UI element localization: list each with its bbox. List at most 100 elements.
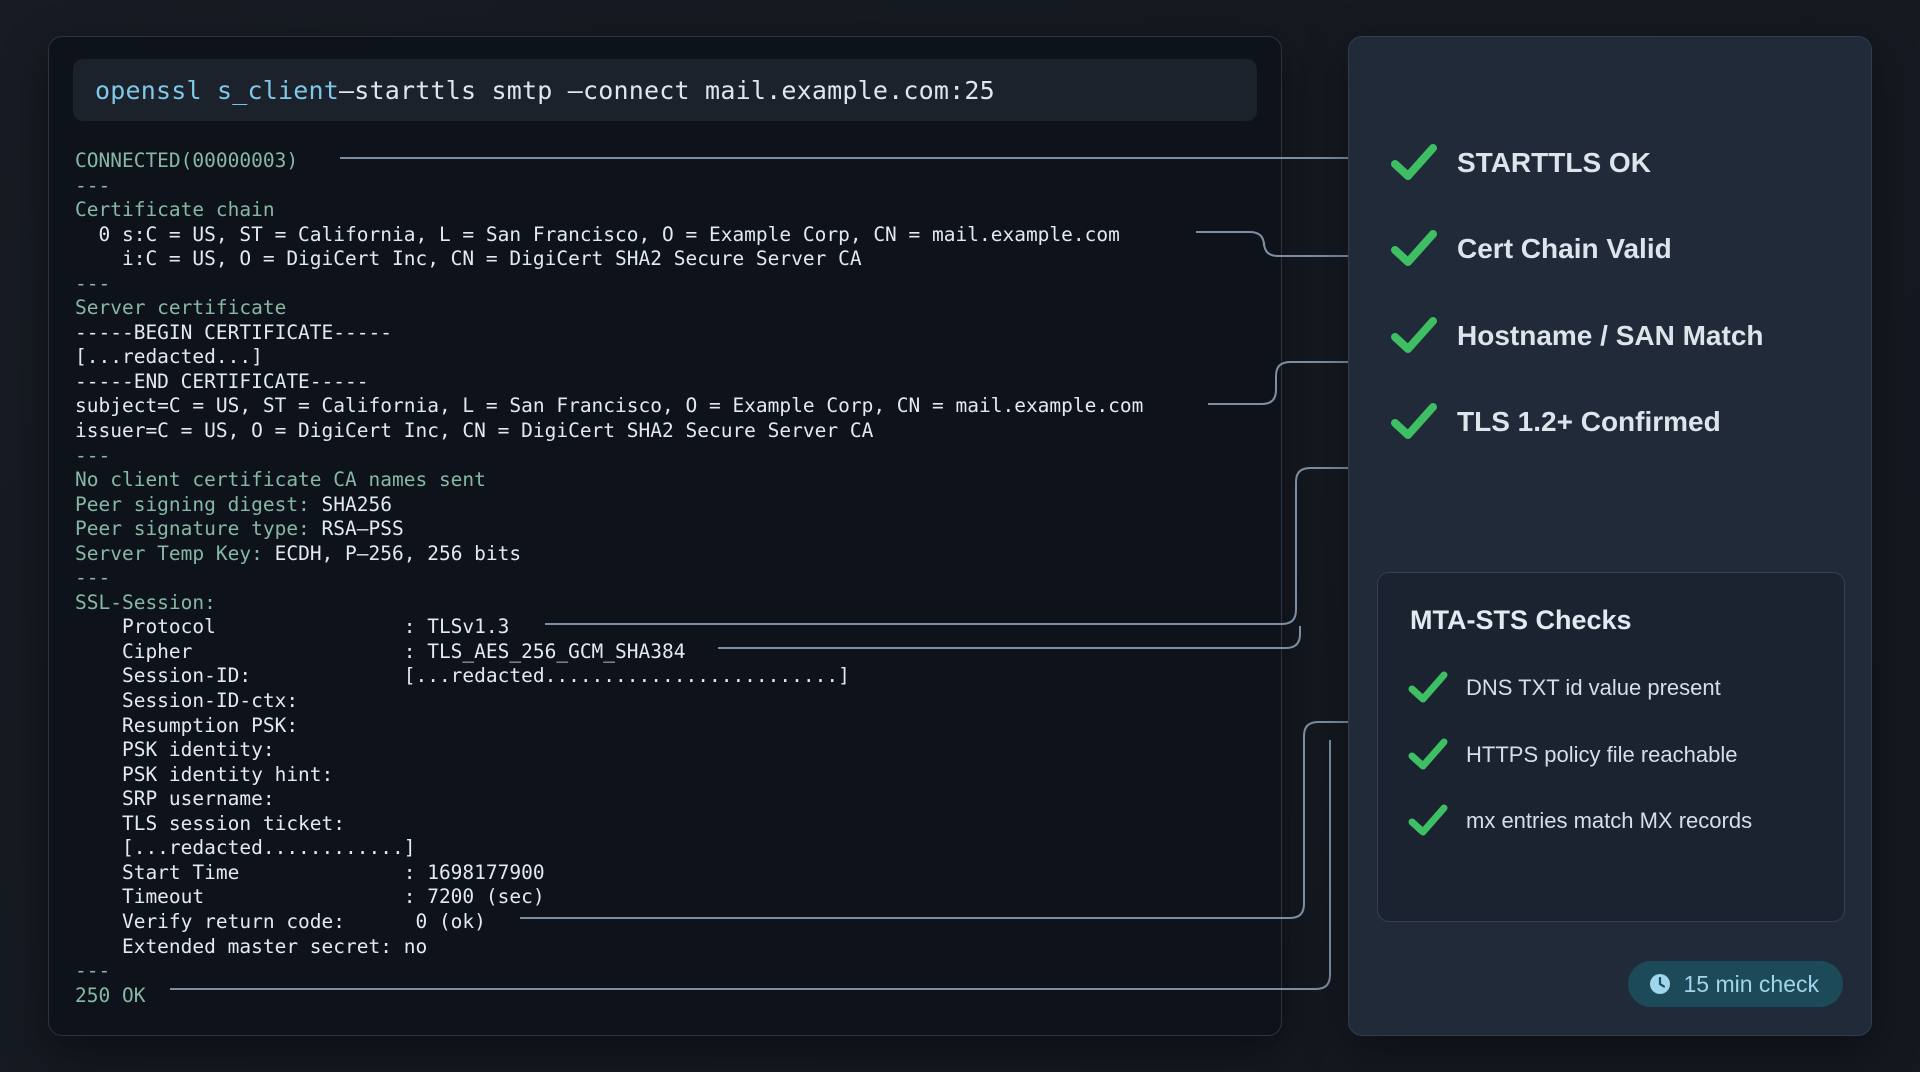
results-panel: STARTTLS OK Cert Chain Valid Hostname / … (1348, 36, 1872, 1036)
terminal-line-text: Extended master secret: no (75, 934, 428, 958)
check-label: Cert Chain Valid (1457, 233, 1672, 264)
terminal-line-text: PSK identity: (75, 738, 275, 762)
terminal-line: Peer signing digest: SHA256 (75, 493, 1271, 518)
terminal-line: No client certificate CA names sent (75, 468, 1271, 493)
terminal-line-text: --- (75, 443, 111, 467)
terminal-output: CONNECTED(00000003)---Certificate chain … (75, 149, 1271, 1015)
check-icon (1391, 144, 1437, 180)
terminal-line-text: Resumption PSK: (75, 713, 299, 737)
terminal-line: -----BEGIN CERTIFICATE----- (75, 321, 1271, 346)
terminal-line-text: -----BEGIN CERTIFICATE----- (75, 320, 392, 344)
terminal-line-text: --- (75, 271, 111, 295)
mtasts-title: MTA-STS Checks (1410, 605, 1632, 635)
terminal-line-text: -----END CERTIFICATE----- (75, 369, 369, 393)
terminal-line-text: --- (75, 959, 111, 983)
check-row: STARTTLS OK (1391, 143, 1651, 183)
terminal-line-label: Peer signing digest: (75, 492, 322, 516)
terminal-line: PSK identity hint: (75, 763, 1271, 788)
terminal-line-text: No client certificate CA names sent (75, 468, 486, 492)
terminal-line-text: [...redacted...] (75, 345, 263, 369)
terminal-line-text: --- (75, 173, 111, 197)
check-label: STARTTLS OK (1457, 147, 1651, 178)
terminal-window: openssl s_client –starttls smtp –connect… (48, 36, 1282, 1036)
terminal-line-text: SSL-Session: (75, 590, 216, 614)
check-row: Hostname / SAN Match (1391, 316, 1764, 356)
terminal-line-text: Start Time : 1698177900 (75, 860, 545, 884)
terminal-line: --- (75, 959, 1271, 984)
check-icon (1408, 804, 1448, 836)
terminal-line: PSK identity: (75, 738, 1271, 763)
terminal-line: --- (75, 272, 1271, 297)
mtasts-item-label: mx entries match MX records (1466, 808, 1753, 833)
mtasts-item: mx entries match MX records (1408, 804, 1752, 838)
terminal-line-text: issuer=C = US, O = DigiCert Inc, CN = Di… (75, 419, 874, 443)
terminal-line-text: [...redacted............] (75, 836, 416, 860)
terminal-line: Extended master secret: no (75, 935, 1271, 960)
terminal-line-text: i:C = US, O = DigiCert Inc, CN = DigiCer… (75, 247, 862, 271)
mtasts-card: MTA-STS Checks DNS TXT id value present … (1377, 572, 1845, 922)
mtasts-item: DNS TXT id value present (1408, 671, 1721, 705)
terminal-line-value: SHA256 (321, 492, 392, 516)
terminal-line: 250 OK (75, 984, 1271, 1009)
terminal-line-text: CONNECTED(00000003) (75, 149, 299, 172)
mtasts-item-label: DNS TXT id value present (1466, 675, 1721, 700)
terminal-line: TLS session ticket: (75, 812, 1271, 837)
terminal-line-text: TLS session ticket: (75, 811, 346, 835)
command-program: openssl s_client (95, 75, 340, 105)
terminal-line: --- (75, 566, 1271, 591)
terminal-line: Server Temp Key: ECDH, P–256, 256 bits (75, 542, 1271, 567)
terminal-line: SRP username: (75, 787, 1271, 812)
terminal-line: Session-ID: [...redacted................… (75, 664, 1271, 689)
interval-badge[interactable]: 15 min check (1628, 961, 1843, 1007)
check-label: Hostname / SAN Match (1457, 320, 1764, 351)
terminal-line: CONNECTED(00000003) (75, 149, 1271, 174)
terminal-line-text: Session-ID-ctx: (75, 689, 299, 713)
terminal-line-label: Server Temp Key: (75, 541, 275, 565)
terminal-line: [...redacted............] (75, 836, 1271, 861)
terminal-line: i:C = US, O = DigiCert Inc, CN = DigiCer… (75, 247, 1271, 272)
terminal-line: Start Time : 1698177900 (75, 861, 1271, 886)
terminal-line: Verify return code: 0 (ok) (75, 910, 1271, 935)
terminal-line-text: 250 OK (75, 983, 146, 1007)
terminal-line: Resumption PSK: (75, 714, 1271, 739)
terminal-line-text: 0 s:C = US, ST = California, L = San Fra… (75, 222, 1120, 246)
terminal-line-text: subject=C = US, ST = California, L = San… (75, 394, 1144, 418)
check-label: TLS 1.2+ Confirmed (1457, 406, 1721, 437)
terminal-line: SSL-Session: (75, 591, 1271, 616)
terminal-line: Server certificate (75, 296, 1271, 321)
terminal-line: [...redacted...] (75, 345, 1271, 370)
terminal-line: Peer signature type: RSA–PSS (75, 517, 1271, 542)
terminal-line-text: --- (75, 566, 111, 590)
mtasts-item: HTTPS policy file reachable (1408, 738, 1737, 772)
terminal-line: Protocol : TLSv1.3 (75, 615, 1271, 640)
command-line[interactable]: openssl s_client –starttls smtp –connect… (73, 59, 1257, 121)
terminal-line: --- (75, 174, 1271, 199)
terminal-line: --- (75, 444, 1271, 469)
check-icon (1408, 671, 1448, 703)
terminal-line-text: Session-ID: [...redacted................… (75, 664, 850, 688)
terminal-line: subject=C = US, ST = California, L = San… (75, 394, 1271, 419)
terminal-line: Certificate chain (75, 198, 1271, 223)
terminal-line-label: Peer signature type: (75, 517, 322, 541)
check-icon (1391, 230, 1437, 266)
check-row: Cert Chain Valid (1391, 229, 1672, 269)
terminal-line: Timeout : 7200 (sec) (75, 885, 1271, 910)
check-icon (1408, 738, 1448, 770)
terminal-line-value: ECDH, P–256, 256 bits (274, 541, 522, 565)
terminal-line: Cipher : TLS_AES_256_GCM_SHA384 (75, 640, 1271, 665)
check-row: TLS 1.2+ Confirmed (1391, 402, 1721, 442)
check-icon (1391, 317, 1437, 353)
check-icon (1391, 403, 1437, 439)
terminal-line-text: Cipher : TLS_AES_256_GCM_SHA384 (75, 639, 686, 663)
terminal-line: issuer=C = US, O = DigiCert Inc, CN = Di… (75, 419, 1271, 444)
terminal-line-text: Certificate chain (75, 198, 275, 222)
terminal-line-text: Verify return code: 0 (ok) (75, 909, 486, 933)
terminal-line: Session-ID-ctx: (75, 689, 1271, 714)
terminal-line-text: Protocol : TLSv1.3 (75, 615, 510, 639)
terminal-line: 0 s:C = US, ST = California, L = San Fra… (75, 223, 1271, 248)
terminal-line-text: PSK identity hint: (75, 762, 334, 786)
terminal-line: -----END CERTIFICATE----- (75, 370, 1271, 395)
terminal-line-text: Timeout : 7200 (sec) (75, 885, 545, 909)
interval-badge-label: 15 min check (1683, 970, 1819, 997)
